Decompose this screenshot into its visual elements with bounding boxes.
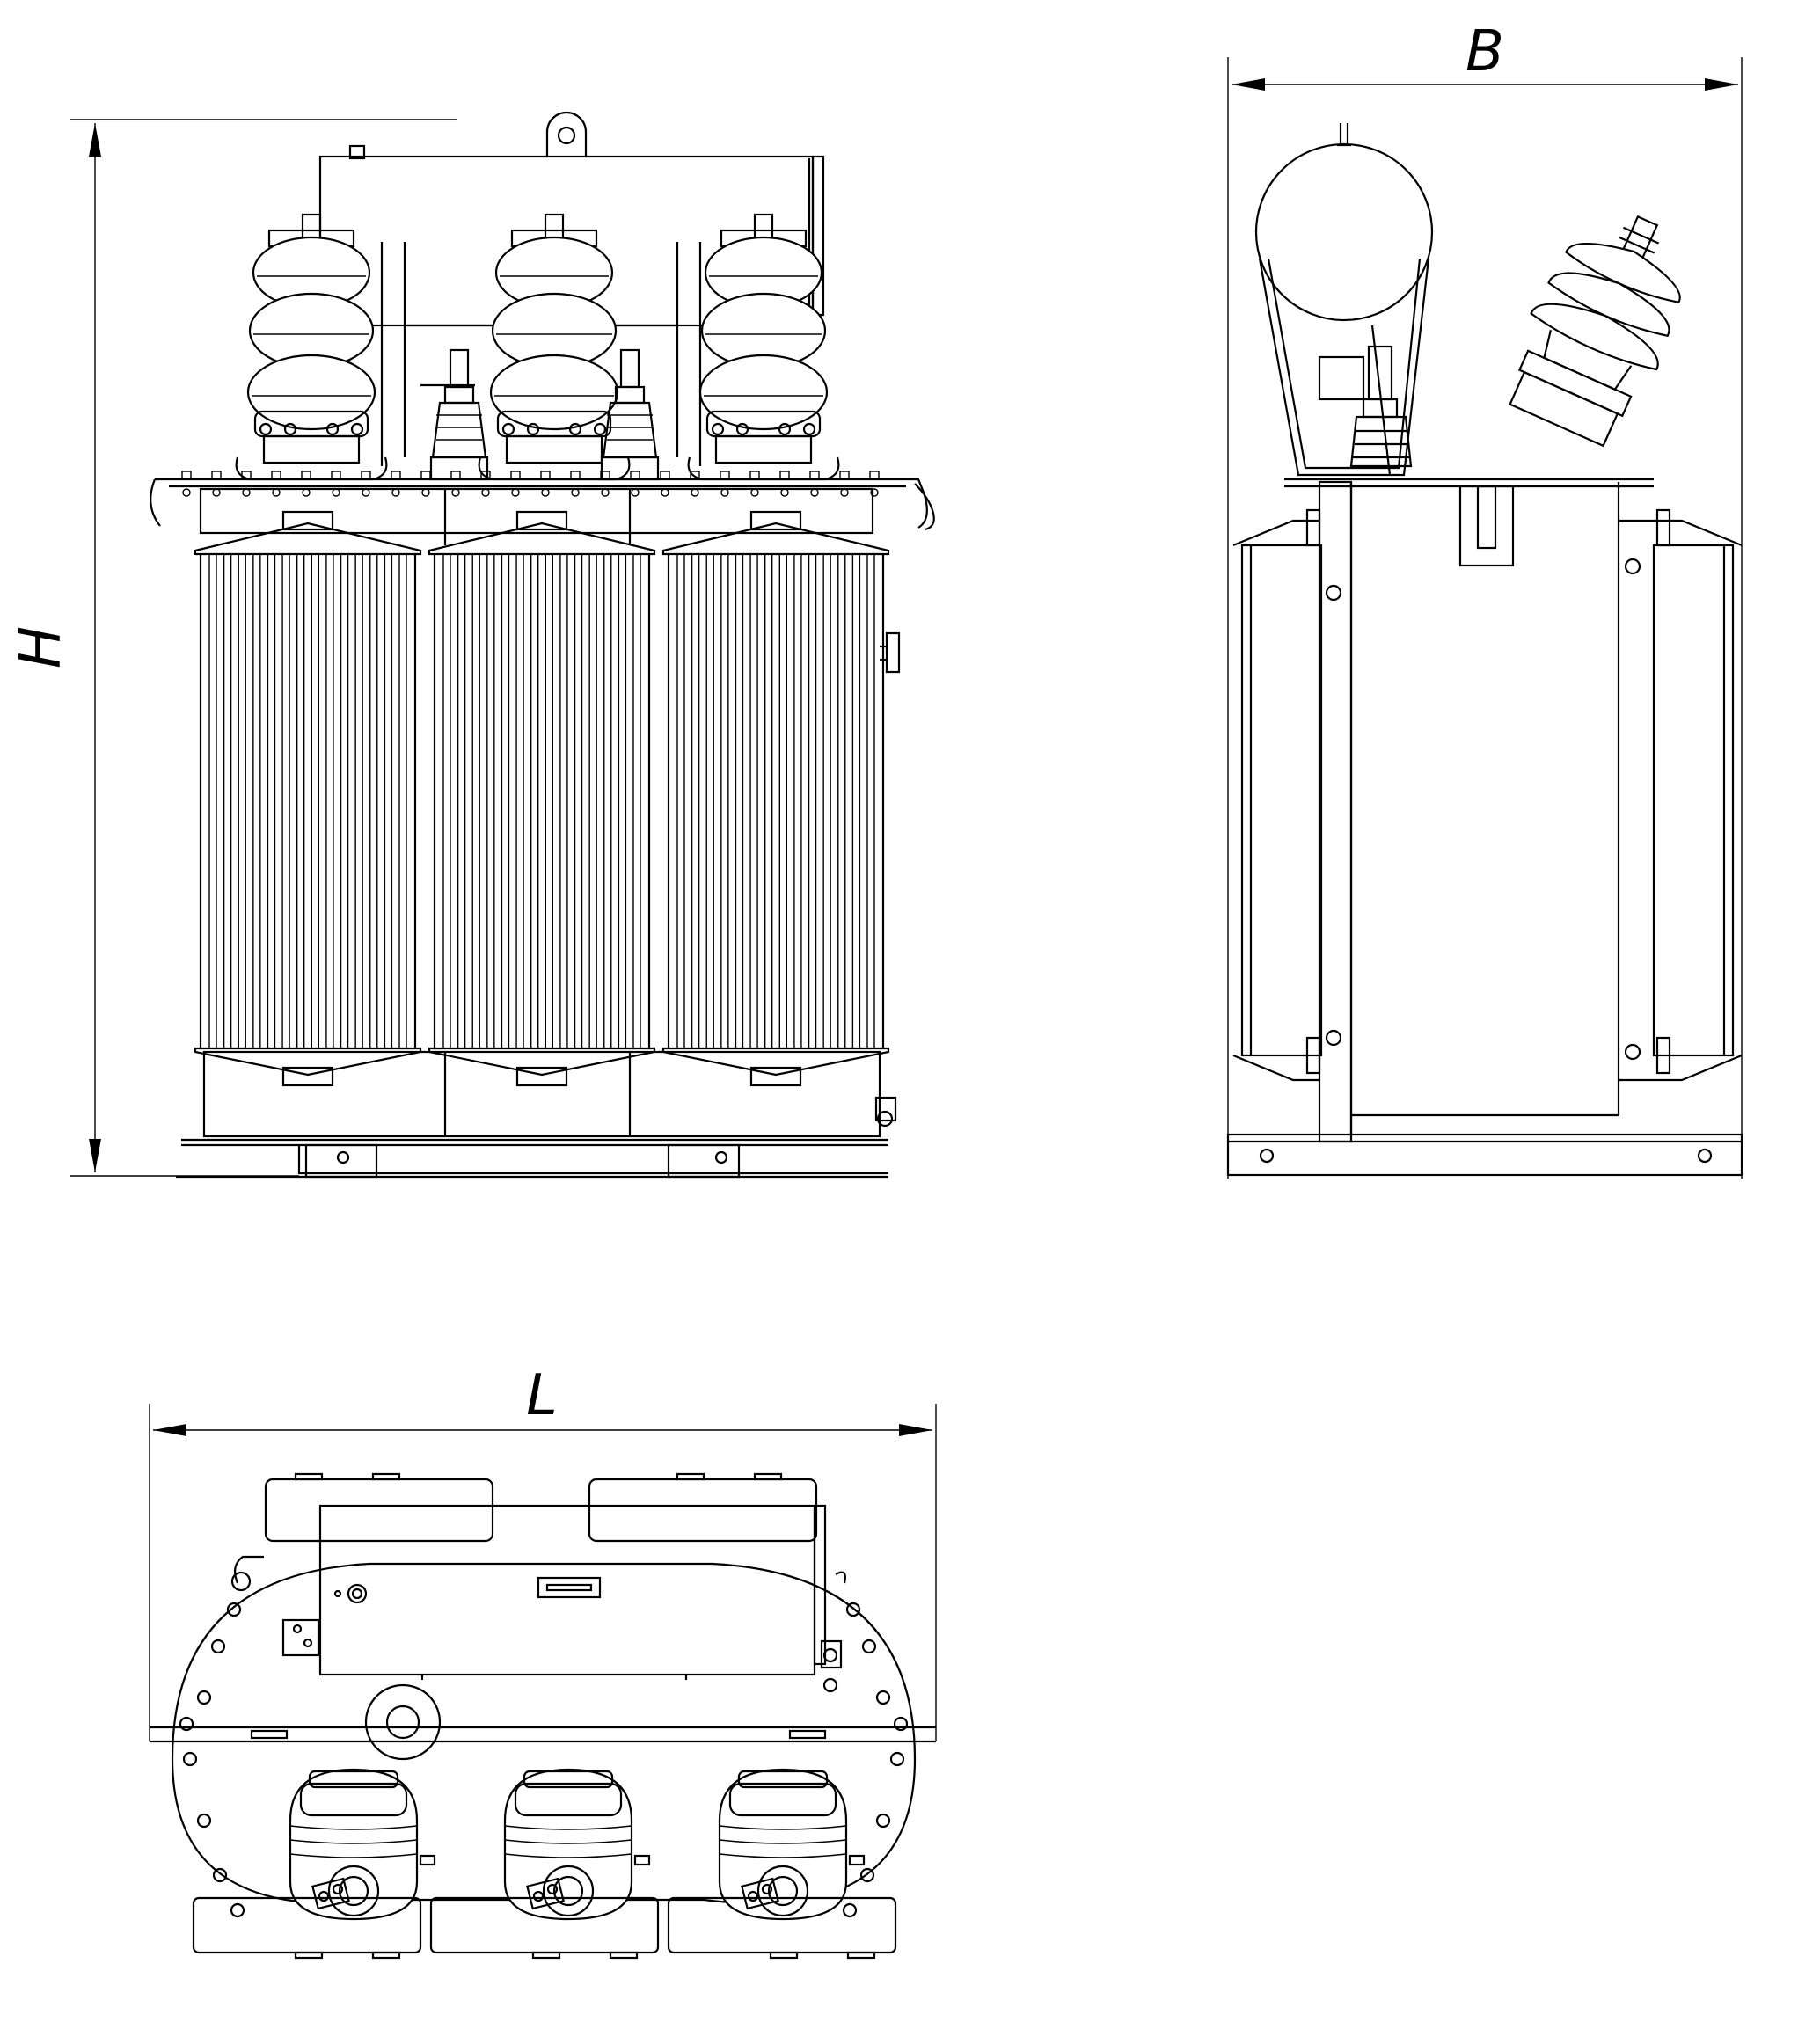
length-label: L <box>526 1363 558 1428</box>
side-lv-bushing <box>1349 345 1413 468</box>
tank-body <box>176 631 901 1179</box>
height-label: H <box>9 626 74 668</box>
side-hv-bushing <box>1509 215 1681 448</box>
dimension-b: B <box>1227 19 1743 1179</box>
bushing-top <box>718 1768 866 1921</box>
bushings-top <box>289 1768 866 1921</box>
side-conservator <box>1254 123 1434 477</box>
width-label: B <box>1465 19 1504 84</box>
lv-bushing <box>600 348 660 481</box>
dimension-h: H <box>9 119 457 1177</box>
radiator-bank <box>194 510 422 1087</box>
side-radiator-right <box>1619 508 1743 1082</box>
dimension-l: L <box>149 1363 937 1741</box>
tank-top <box>150 1555 936 1905</box>
top-radiators-rear <box>264 1472 818 1543</box>
radiator-banks <box>194 510 890 1087</box>
radiator-bank <box>428 510 656 1087</box>
tank-bolts <box>179 1602 909 1918</box>
tank-cover <box>150 478 935 545</box>
radiator-bank <box>661 510 890 1087</box>
cover-bolts <box>181 471 880 497</box>
bushing-top <box>503 1768 651 1921</box>
hv-bushing <box>478 213 631 481</box>
top-radiators-front <box>192 1896 897 1960</box>
side-radiator-left <box>1232 508 1342 1082</box>
hv-bushing <box>687 213 840 481</box>
side-view: B <box>1226 19 1743 1179</box>
lv-bushing <box>429 348 489 481</box>
top-view: L <box>149 1363 937 1960</box>
side-frame <box>1226 478 1743 1177</box>
hv-bushings <box>235 213 840 481</box>
conservator-top <box>281 1504 843 1693</box>
hv-bushing <box>235 213 388 481</box>
bushing-top <box>289 1768 436 1921</box>
front-view: H <box>9 111 935 1179</box>
